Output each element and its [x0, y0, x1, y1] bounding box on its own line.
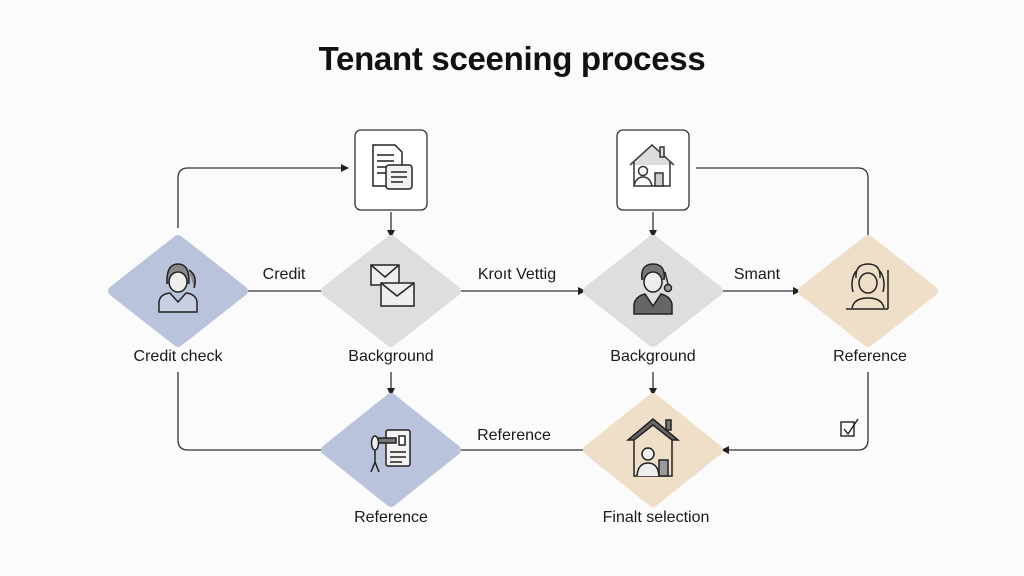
house-person-icon: [625, 418, 681, 477]
woman-ponytail-icon: [158, 263, 198, 313]
label-credit-check: Credit check: [133, 348, 223, 365]
house-tenant-icon: [629, 143, 675, 187]
checkbox-checked-icon: [840, 418, 859, 437]
connector-reference-to-house: [696, 167, 869, 240]
man-suit-icon: [633, 263, 673, 315]
reference-document-icon: [370, 429, 411, 473]
node-background-1[interactable]: [321, 235, 461, 347]
documents-icon: [372, 144, 413, 190]
node-background-2[interactable]: [583, 235, 723, 347]
diagram-title: Tenant sceening process: [318, 40, 706, 77]
label-background-2: Background: [610, 348, 696, 365]
label-reference-bottom: Reference: [354, 509, 428, 526]
node-final-selection[interactable]: [583, 393, 723, 507]
edge-label-kroit-vettig: Kroıt Vettig: [477, 266, 557, 283]
edge-label-reference: Reference: [477, 427, 551, 444]
edge-label-credit: Credit: [262, 266, 306, 283]
node-reference-top[interactable]: [798, 235, 938, 347]
node-credit-check[interactable]: [108, 235, 248, 347]
connector-reference-to-final: [721, 372, 869, 454]
documents-box: [354, 129, 428, 211]
label-reference-top: Reference: [833, 348, 907, 365]
house-box: [616, 129, 690, 211]
connector-credit-to-reference-bottom: [177, 372, 324, 451]
connector-credit-to-docs: [177, 164, 349, 228]
edge-label-smant: Smant: [733, 266, 781, 283]
envelopes-icon: [370, 264, 415, 307]
label-final-selection: Finalt selection: [602, 509, 710, 526]
girl-pigtails-icon: [846, 263, 889, 310]
node-reference-bottom[interactable]: [321, 393, 461, 507]
label-background-1: Background: [348, 348, 434, 365]
